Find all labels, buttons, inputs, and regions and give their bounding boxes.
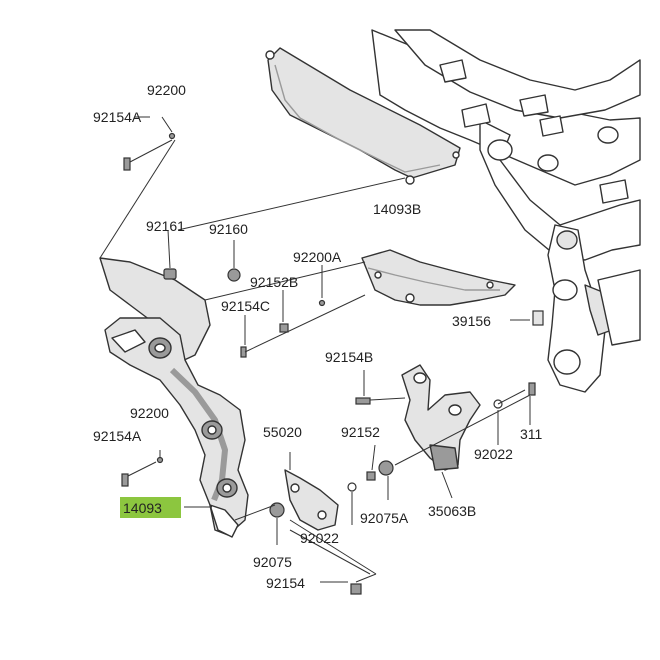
label-311: 311 — [520, 426, 543, 442]
label-92152: 92152 — [341, 424, 380, 440]
footpeg-bracket-35063b — [401, 364, 481, 471]
label-92154: 92154 — [266, 575, 305, 591]
label-92022-bottom: 92022 — [300, 530, 339, 546]
bolt-92154a-top — [123, 157, 131, 171]
bolt-92154 — [350, 583, 362, 595]
label-92161: 92161 — [146, 218, 185, 234]
cover-14093b — [361, 249, 516, 306]
label-35063b: 35063B — [428, 503, 476, 519]
label-92200-mid: 92200 — [130, 405, 169, 421]
collar-92200a — [318, 299, 326, 307]
label-92154c: 92154C — [221, 298, 270, 314]
washer-92022-bottom — [347, 482, 357, 492]
nut-92161 — [163, 268, 177, 280]
label-92200-top: 92200 — [147, 82, 186, 98]
grommet-92200-mid — [156, 456, 164, 464]
bolt-92154a-mid — [121, 473, 129, 487]
label-92022-right: 92022 — [474, 446, 513, 462]
label-14093: 14093 — [123, 500, 162, 516]
label-55020: 55020 — [263, 424, 302, 440]
label-92160: 92160 — [209, 221, 248, 237]
label-92152b: 92152B — [250, 274, 298, 290]
pad-39156 — [532, 310, 544, 326]
part-labels: 92200 92154A 92161 92160 14093B 92200A 9… — [93, 82, 543, 591]
label-92200a: 92200A — [293, 249, 342, 265]
bolt-92154b — [355, 397, 371, 405]
bolt-311 — [528, 382, 536, 396]
upper-side-cover — [265, 47, 461, 185]
motorcycle-frame — [371, 29, 641, 393]
leader-lines — [99, 116, 531, 583]
grommet-92075 — [269, 502, 285, 518]
label-92075a: 92075A — [360, 510, 409, 526]
grommet-92160 — [227, 268, 241, 282]
grommet-92075a — [378, 460, 394, 476]
label-14093b: 14093B — [373, 201, 421, 217]
grommet-92200-top — [168, 132, 176, 140]
label-92154a-top: 92154A — [93, 109, 142, 125]
spacer-92152 — [366, 471, 376, 481]
spacer-92152b — [279, 323, 289, 333]
label-92075: 92075 — [253, 554, 292, 570]
highlight-box-14093 — [120, 497, 181, 518]
label-92154b: 92154B — [325, 349, 373, 365]
fasteners — [121, 132, 544, 595]
left-side-panel-14093 — [99, 257, 249, 538]
bracket-55020 — [284, 469, 339, 531]
label-39156: 39156 — [452, 313, 491, 329]
label-92154a-mid: 92154A — [93, 428, 142, 444]
